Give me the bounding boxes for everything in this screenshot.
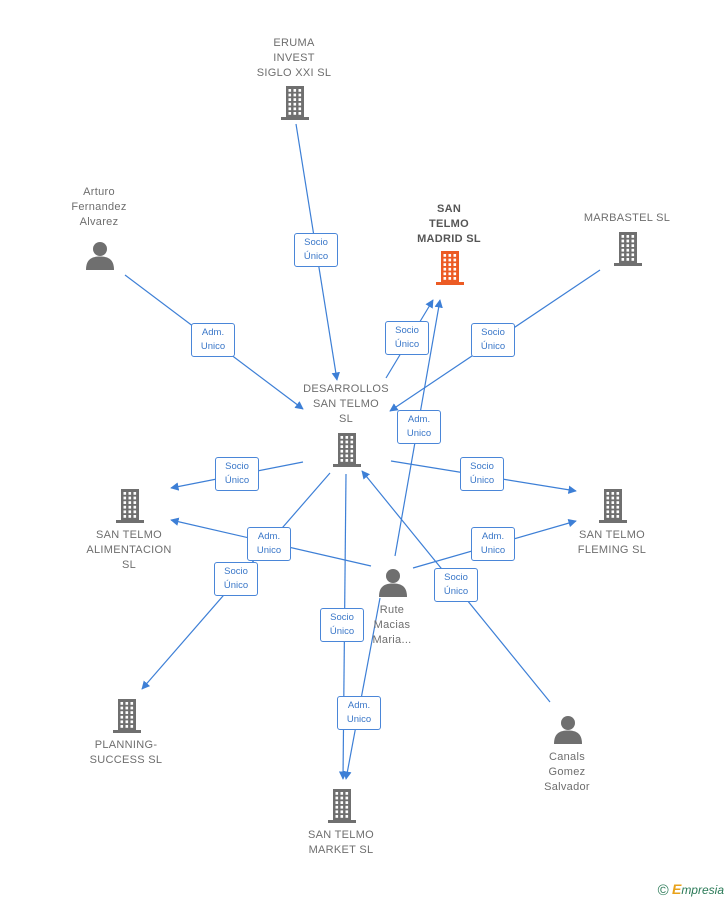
node-label-text: DESARROLLOS SAN TELMO SL: [303, 383, 389, 425]
person-icon[interactable]: [85, 240, 115, 270]
building-icon[interactable]: [327, 788, 357, 824]
node-label-marbastel[interactable]: MARBASTEL SL: [567, 211, 687, 226]
node-label-planning[interactable]: PLANNING- SUCCESS SL: [66, 738, 186, 768]
brand-logo: © Empresia: [658, 881, 724, 899]
building-icon[interactable]: [112, 698, 142, 734]
node-label-alimentacion[interactable]: SAN TELMO ALIMENTACION SL: [69, 528, 189, 573]
brand-initial: E: [671, 881, 682, 897]
node-label-arturo[interactable]: Arturo Fernandez Alvarez: [39, 185, 159, 230]
building-icon[interactable]: [435, 250, 465, 286]
relation-label: Adm. Unico: [247, 527, 291, 561]
node-label-text: SAN TELMO ALIMENTACION SL: [86, 529, 172, 571]
node-label-fleming[interactable]: SAN TELMO FLEMING SL: [552, 528, 672, 558]
building-icon[interactable]: [613, 231, 643, 267]
node-label-text: MARBASTEL SL: [583, 212, 671, 224]
node-label-text: Rute Macias Maria...: [372, 604, 412, 646]
node-label-rute[interactable]: Rute Macias Maria...: [332, 603, 452, 648]
relation-label: Adm. Unico: [191, 323, 235, 357]
relation-label: Adm. Unico: [471, 527, 515, 561]
node-label-san-telmo-madrid[interactable]: SAN TELMO MADRID SL: [389, 202, 509, 247]
brand-name: mpresia: [681, 883, 724, 897]
node-label-text: ERUMA INVEST SIGLO XXI SL: [256, 37, 332, 79]
node-label-text: SAN TELMO MADRID SL: [417, 203, 481, 245]
node-label-desarrollos[interactable]: DESARROLLOS SAN TELMO SL: [286, 382, 406, 427]
copyright-symbol: ©: [657, 882, 669, 899]
relation-label: Adm. Unico: [397, 410, 441, 444]
node-label-text: Arturo Fernandez Alvarez: [71, 186, 127, 228]
node-label-market[interactable]: SAN TELMO MARKET SL: [281, 828, 401, 858]
node-label-text: SAN TELMO MARKET SL: [307, 829, 375, 856]
relation-label: Socio Único: [215, 457, 259, 491]
relation-label: Socio Único: [460, 457, 504, 491]
node-label-text: Canals Gomez Salvador: [544, 751, 590, 793]
node-label-eruma[interactable]: ERUMA INVEST SIGLO XXI SL: [234, 36, 354, 81]
node-label-canals[interactable]: Canals Gomez Salvador: [507, 750, 627, 795]
person-icon[interactable]: [553, 714, 583, 744]
relation-label: Socio Único: [320, 608, 364, 642]
edge-rute-to-market: [343, 597, 381, 780]
person-icon[interactable]: [378, 567, 408, 597]
building-icon[interactable]: [280, 85, 310, 121]
relation-label: Socio Único: [214, 562, 258, 596]
node-label-text: PLANNING- SUCCESS SL: [89, 739, 163, 766]
relation-label: Socio Único: [471, 323, 515, 357]
relation-label: Socio Único: [385, 321, 429, 355]
building-icon[interactable]: [598, 488, 628, 524]
building-icon[interactable]: [115, 488, 145, 524]
relation-label: Adm. Unico: [337, 696, 381, 730]
relation-label: Socio Único: [294, 233, 338, 267]
node-label-text: SAN TELMO FLEMING SL: [577, 529, 647, 556]
building-icon[interactable]: [332, 432, 362, 468]
relation-label: Socio Único: [434, 568, 478, 602]
